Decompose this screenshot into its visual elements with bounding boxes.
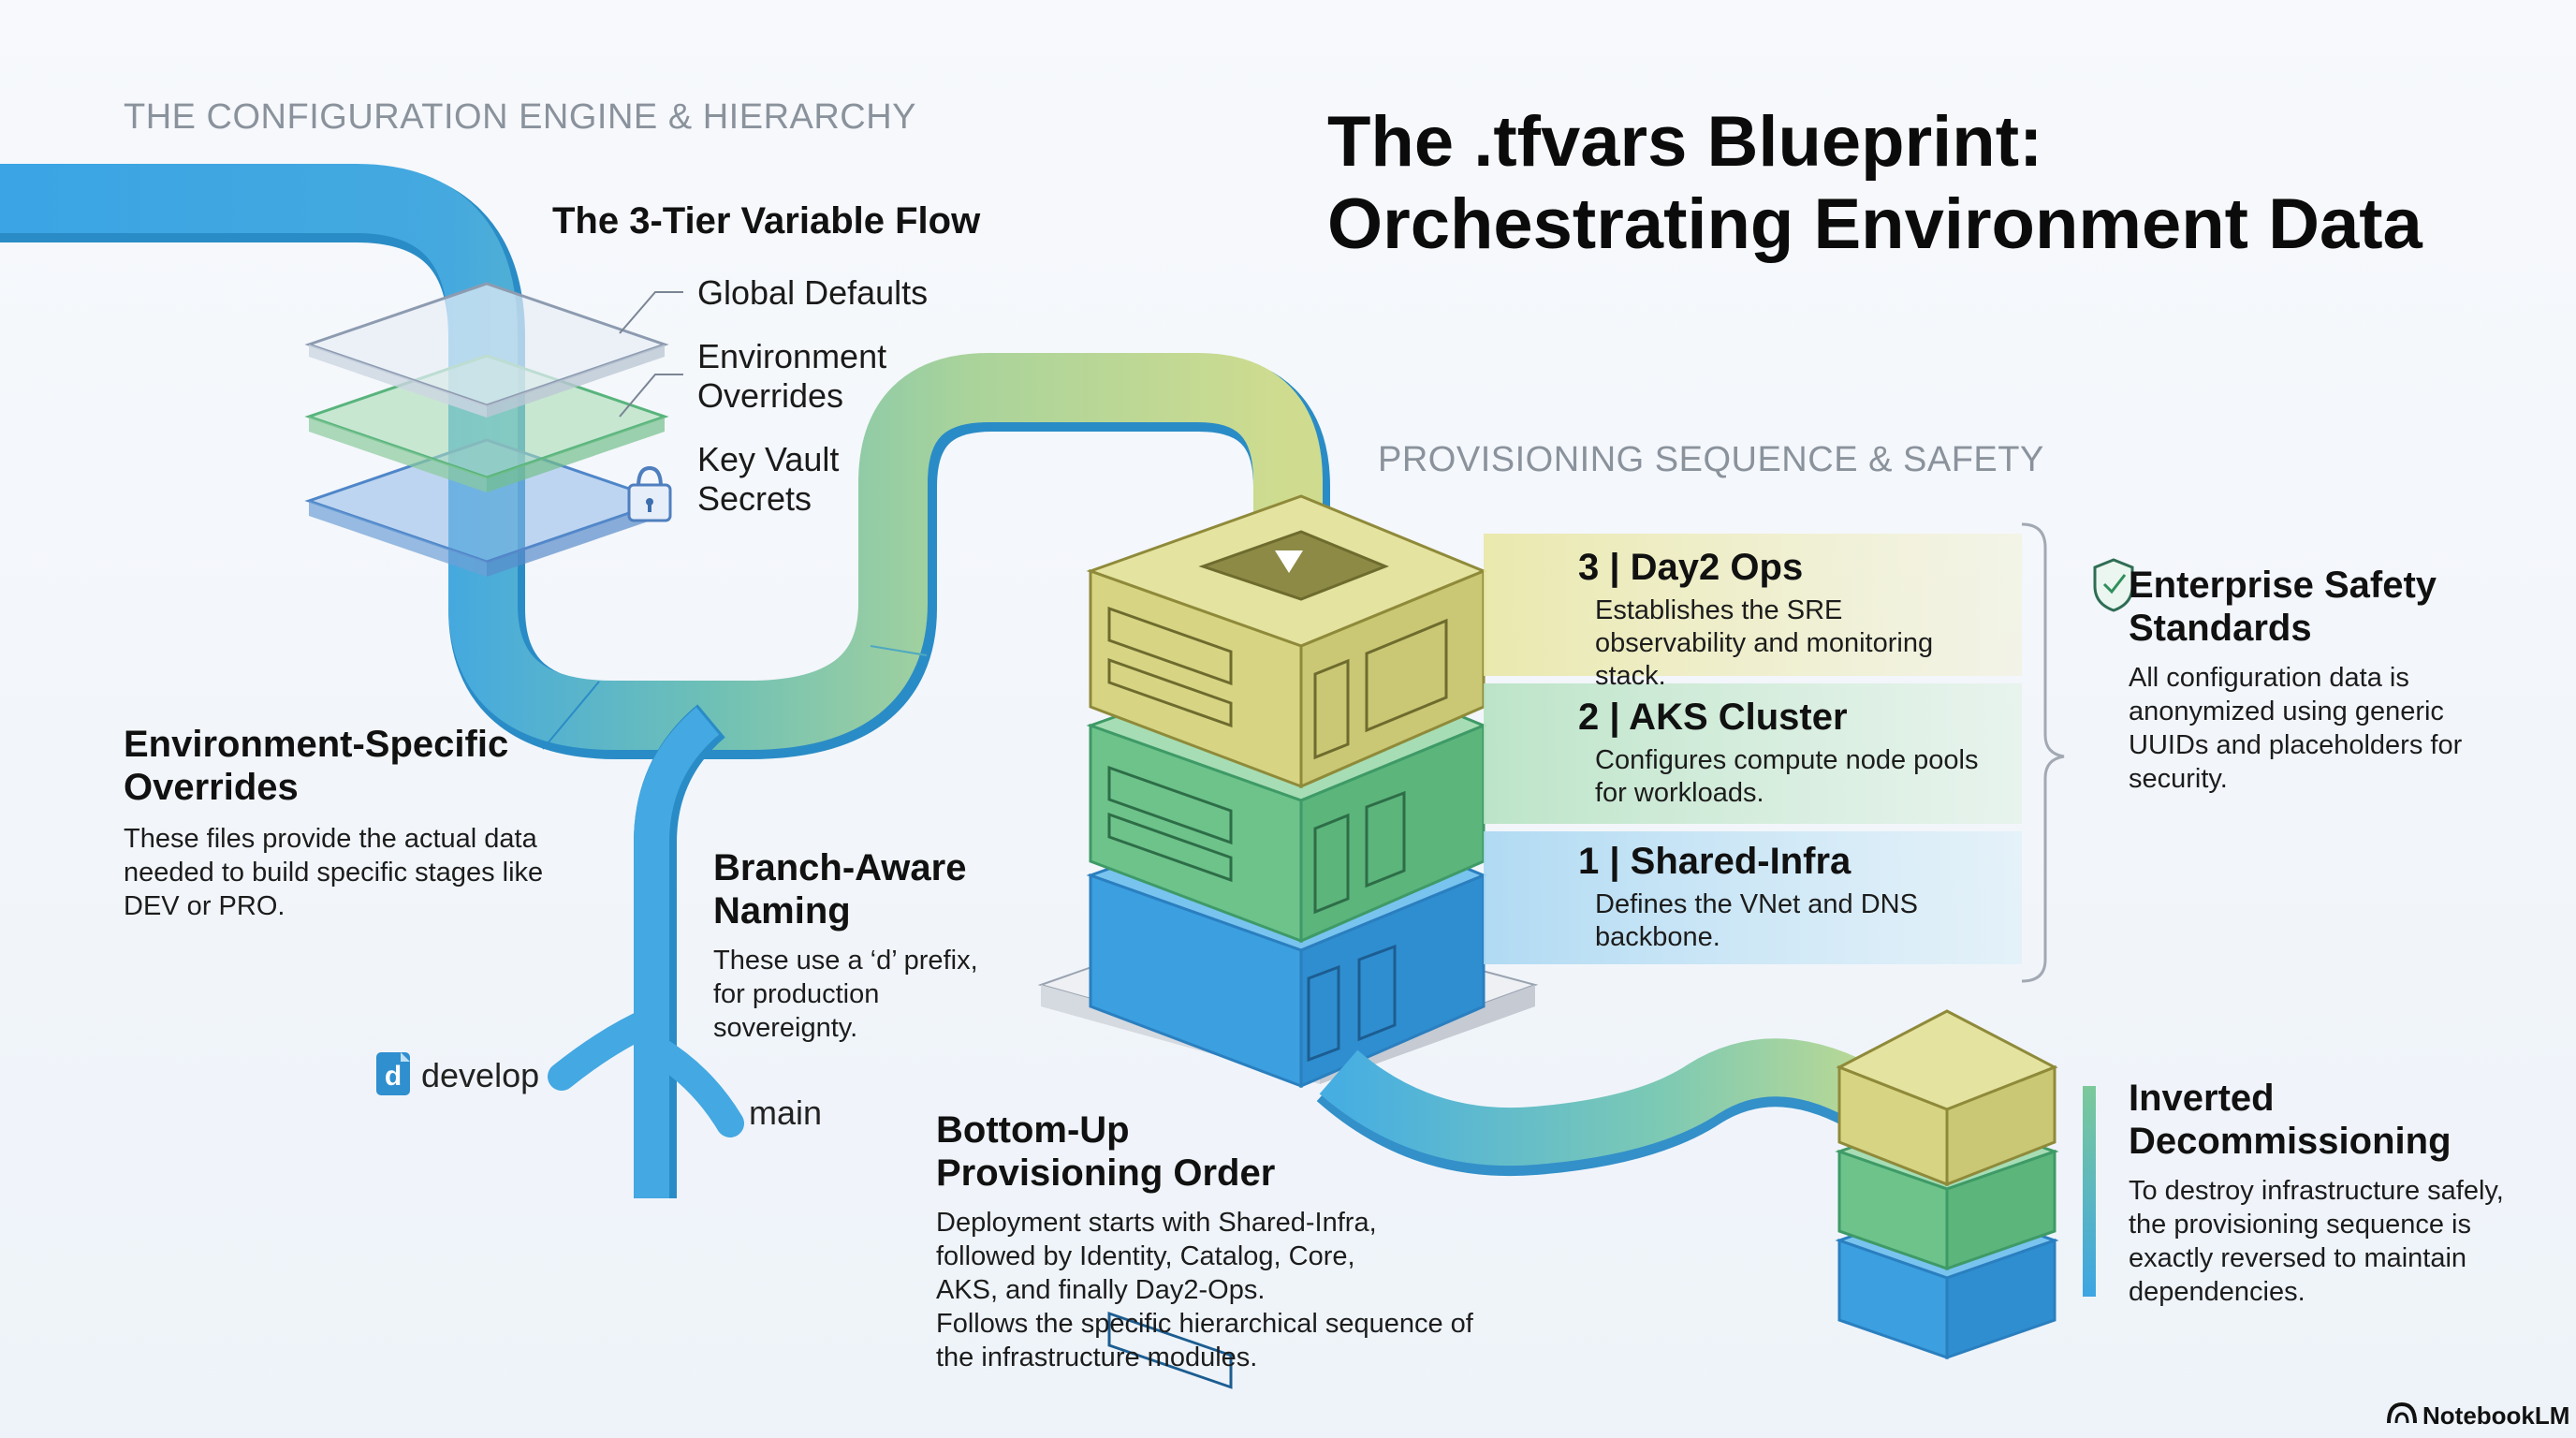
decommission-heading: Inverted Decommissioning — [2129, 1078, 2452, 1162]
branch-naming-body: These use a ‘d’ prefix, for production s… — [713, 946, 978, 1043]
env-overrides-body: These files provide the actual data need… — [124, 824, 544, 921]
stage-desc-aks-cluster: Configures compute node pools for worklo… — [1595, 745, 1979, 808]
decommission-ribbon — [1316, 1038, 1889, 1177]
stage-day2-ops: 3 | Day2 Ops Establishes the SRE observa… — [1578, 547, 1999, 693]
develop-badge: d — [384, 1061, 402, 1092]
stage-aks-cluster: 2 | AKS Cluster Configures compute node … — [1578, 697, 1981, 810]
stage-panels — [1484, 534, 2022, 964]
layer-label-environment-overrides: Environment Overrides — [697, 337, 887, 415]
bottom-up-heading: Bottom-Up Provisioning Order — [936, 1109, 1276, 1194]
bottom-up-body-2: Follows the specific hierarchical sequen… — [936, 1309, 1473, 1372]
env-overrides-heading: Environment-Specific Overrides — [124, 724, 509, 808]
decommission-block: Inverted Decommissioning To destroy infr… — [2129, 1077, 2531, 1309]
stage-desc-day2-ops: Establishes the SRE observability and mo… — [1595, 595, 1934, 691]
shield-check-icon — [2093, 558, 2134, 612]
branch-label-develop: develop — [421, 1056, 540, 1094]
stage-bracket — [2021, 522, 2065, 983]
bottom-up-body-1: Deployment starts with Shared-Infra, fol… — [936, 1208, 1377, 1305]
section-header-config: THE CONFIGURATION ENGINE & HIERARCHY — [124, 97, 917, 137]
stage-title-day2-ops: 3 | Day2 Ops — [1578, 547, 1804, 588]
notebooklm-logo-icon — [2387, 1401, 2417, 1424]
stage-title-aks-cluster: 2 | AKS Cluster — [1578, 697, 1848, 738]
page-title: The .tfvars Blueprint: Orchestrating Env… — [1327, 101, 2422, 266]
footer-brand: NotebookLM — [2422, 1401, 2570, 1430]
stage-title-shared-infra: 1 | Shared-Infra — [1578, 841, 1852, 882]
safety-block: Enterprise Safety Standards All configur… — [2129, 564, 2503, 796]
stage-shared-infra: 1 | Shared-Infra Defines the VNet and DN… — [1578, 841, 1981, 954]
decommission-body: To destroy infrastructure safely, the pr… — [2129, 1176, 2504, 1307]
section-header-provisioning: PROVISIONING SEQUENCE & SAFETY — [1378, 440, 2044, 479]
tier-plates — [304, 282, 683, 577]
layer-label-key-vault-secrets: Key Vault Secrets — [697, 440, 840, 518]
file-d-icon — [376, 1052, 410, 1095]
decommission-stack — [1835, 1009, 2059, 1360]
safety-body: All configuration data is anonymized usi… — [2129, 663, 2463, 794]
bottom-up-block: Bottom-Up Provisioning Order Deployment … — [936, 1108, 1479, 1374]
lock-icon — [627, 465, 672, 522]
branch-naming-heading: Branch-Aware Naming — [713, 847, 967, 932]
page-title-line2: Orchestrating Environment Data — [1327, 184, 2422, 264]
safety-heading: Enterprise Safety Standards — [2129, 565, 2437, 649]
branch-trunk — [548, 704, 744, 1198]
layer-label-global-defaults: Global Defaults — [697, 273, 929, 312]
branch-label-main: main — [749, 1093, 823, 1132]
provisioning-stack — [1037, 494, 1539, 1389]
tier-flow-title: The 3-Tier Variable Flow — [552, 200, 981, 242]
branch-naming-block: Branch-Aware Naming These use a ‘d’ pref… — [713, 846, 994, 1045]
page-title-line1: The .tfvars Blueprint: — [1327, 102, 2043, 182]
env-overrides-block: Environment-Specific Overrides These fil… — [124, 723, 554, 923]
stage-desc-shared-infra: Defines the VNet and DNS backbone. — [1595, 889, 1918, 952]
decommission-bar — [2083, 1086, 2096, 1297]
